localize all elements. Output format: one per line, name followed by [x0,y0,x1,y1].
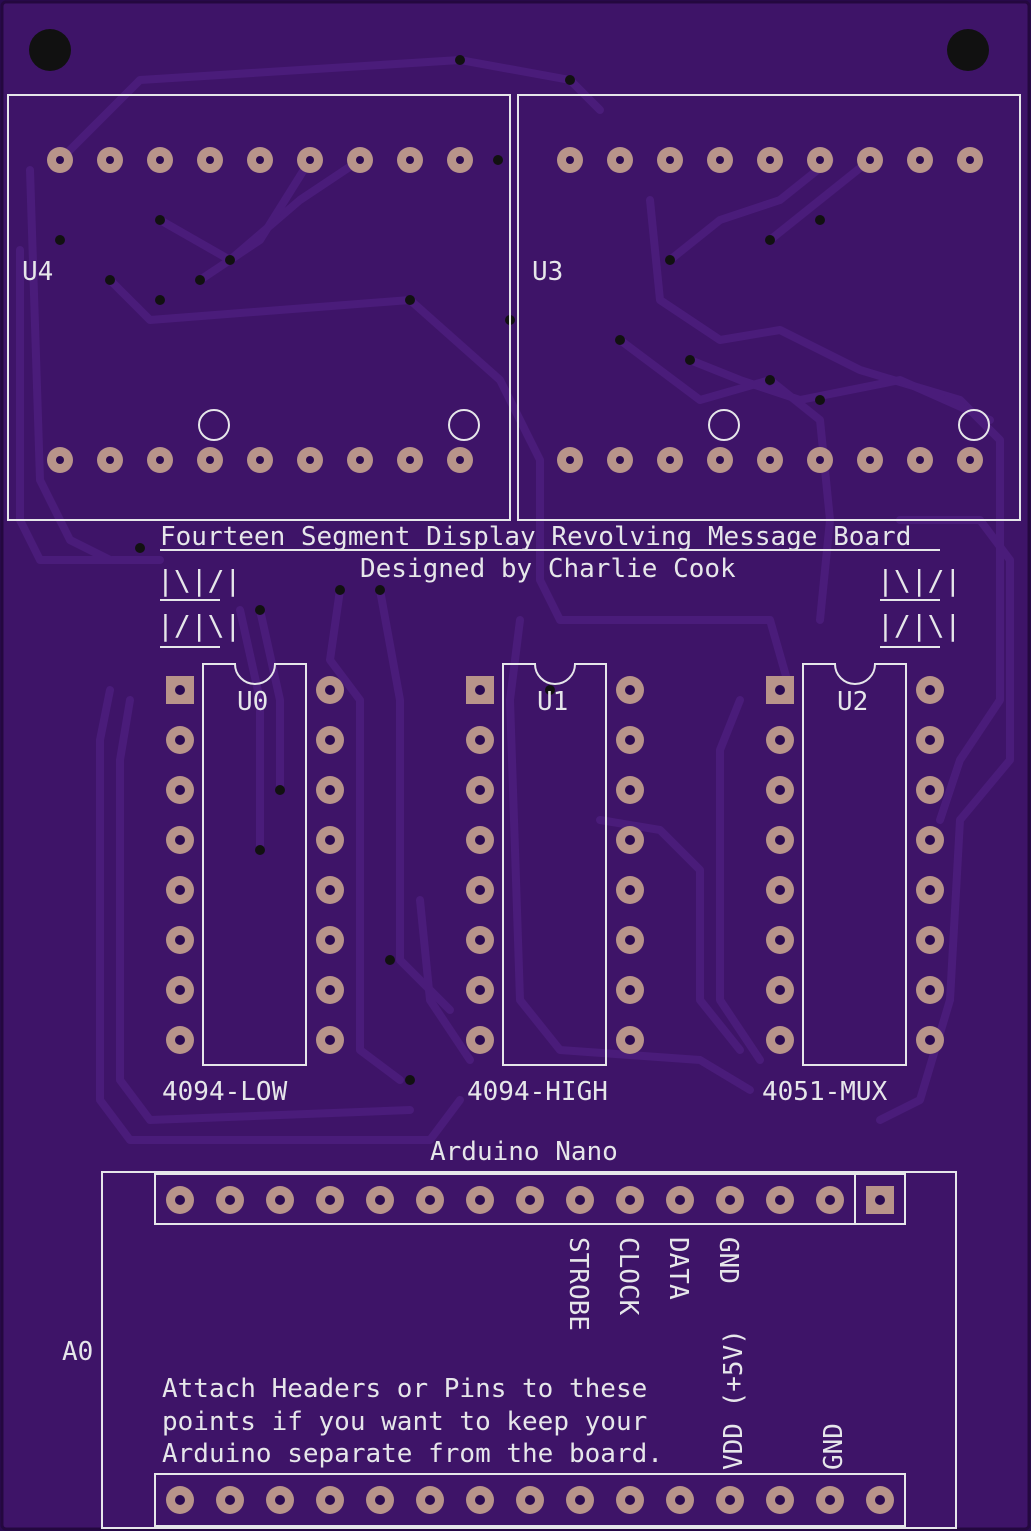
chip-u1-value: 4094-HIGH [467,1077,608,1107]
arduino-title: Arduino Nano [430,1137,618,1167]
chip-u1-outline [502,663,607,1066]
arduino-top-drills [175,1195,835,1205]
display-u3: U3 [517,94,1021,521]
pin-label-clock: CLOCK [613,1237,643,1316]
board-subtitle: Designed by Charlie Cook [360,554,736,584]
segment-art-left-top: |\|/| [157,564,241,597]
arduino-nano: Arduino Nano A0 [62,1137,957,1529]
vias [55,55,825,1085]
segment-art-right-top: |\|/| [877,564,961,597]
chip-u2-outline [802,663,907,1066]
display-u4: U4 [7,94,511,521]
pin-label-strobe: STROBE [563,1237,593,1331]
board-title: Fourteen Segment Display Revolving Messa… [160,522,911,552]
arduino-ref: A0 [62,1337,93,1367]
chip-u2-drills [775,685,935,1045]
display-u3-dp-mark [708,409,740,441]
display-u4-ref: U4 [22,257,53,287]
chip-u1: U1 4094-HIGH [466,663,644,1107]
pin-label-data: DATA [663,1237,693,1300]
chip-u0-value: 4094-LOW [162,1077,288,1107]
segment-art-left-bottom: |/|\| [157,609,241,642]
chip-u2-value: 4051-MUX [762,1077,888,1107]
copper-traces [16,56,1014,1144]
display-u3-ref: U3 [532,257,563,287]
chip-u0-ref: U0 [237,687,268,717]
display-u4-drills [56,156,464,464]
pin-label-vdd: VDD (+5V) [719,1329,749,1470]
display-u3-outline [517,94,1021,521]
arduino-note-line-3: Arduino separate from the board. [162,1439,663,1469]
display-u4-outline [7,94,511,521]
chip-u2-ref: U2 [837,687,868,717]
segment-art-left: |\|/| |/|\| [157,564,241,648]
arduino-note-line-2: points if you want to keep your [162,1407,647,1437]
arduino-bottom-drills [175,1495,885,1505]
display-u3-drills [566,156,974,464]
pin-label-gnd-bottom: GND [819,1423,849,1470]
segment-art-right: |\|/| |/|\| [877,564,961,648]
chip-u1-drills [475,685,635,1045]
arduino-note-line-1: Attach Headers or Pins to these [162,1374,647,1404]
segment-art-right-bottom: |/|\| [877,609,961,642]
chip-u0-outline [202,663,307,1066]
chip-u0: U0 4094-LOW [162,663,344,1107]
arduino-outline [101,1171,957,1529]
mounting-hole-right [947,29,989,71]
chip-u1-ref: U1 [537,687,568,717]
mounting-hole-left [29,29,71,71]
chip-u0-drills [175,685,335,1045]
display-u4-dp-mark [198,409,230,441]
arduino-top-header-pin1-outline [854,1173,906,1225]
display-u4-dp-mark [448,409,480,441]
arduino-bottom-header-outline [154,1473,906,1527]
display-u3-dp-mark [958,409,990,441]
pin-label-gnd-top: GND [713,1237,743,1284]
chip-u2: U2 4051-MUX [762,663,944,1107]
